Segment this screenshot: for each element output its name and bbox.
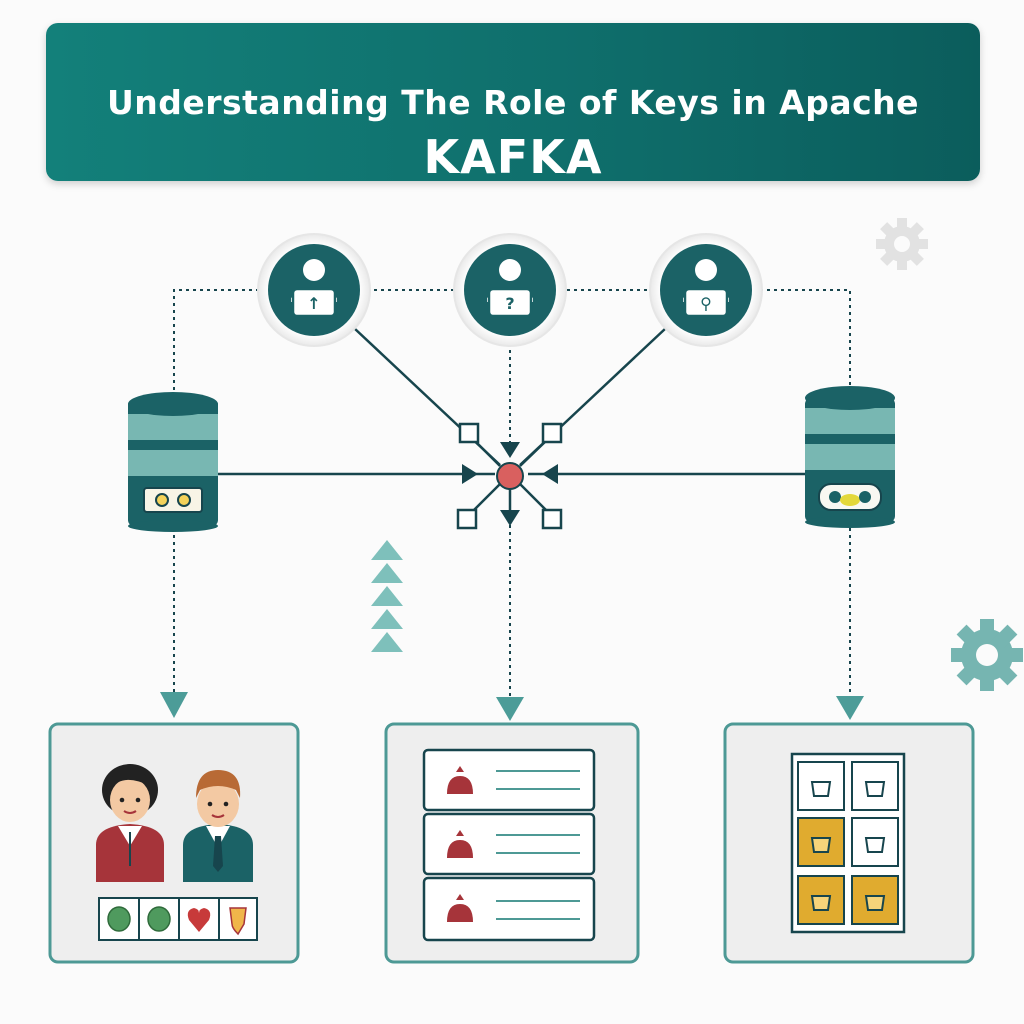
grid-panel	[723, 722, 975, 964]
grid-cell	[851, 875, 899, 925]
user-head-icon	[303, 259, 325, 281]
message-row	[422, 876, 596, 942]
key-symbol: ⚲	[700, 294, 712, 313]
message-row	[422, 812, 596, 876]
messages-panel	[384, 722, 640, 964]
hub-node	[541, 422, 563, 444]
page-subtitle: KAFKA	[423, 130, 603, 184]
heart-icon	[187, 908, 211, 932]
grid-cell	[797, 875, 845, 925]
user-head-icon	[695, 259, 717, 281]
partition-hub	[456, 422, 563, 530]
page-title: Understanding The Role of Keys in Apache	[106, 83, 920, 122]
database-left	[128, 392, 218, 532]
apple-icon	[147, 906, 171, 932]
arrow-down-icon	[500, 442, 520, 458]
grid-cell	[797, 761, 845, 811]
hub-node	[456, 508, 478, 530]
arrow-left-icon	[542, 464, 558, 484]
hub-node	[458, 422, 480, 444]
arrow-down-icon	[836, 696, 864, 720]
grid-cell	[797, 817, 845, 867]
indicator-icon	[829, 491, 841, 503]
producer-2: ?	[453, 233, 567, 347]
key-icon	[864, 895, 886, 911]
producer-1: ↑	[257, 233, 371, 347]
database-right	[805, 386, 895, 528]
key-bell-icon	[447, 776, 473, 794]
key-bell-icon	[447, 904, 473, 922]
stacked-triangles-icon	[371, 540, 403, 652]
key-bell-icon	[447, 840, 473, 858]
person-man-icon	[183, 770, 253, 882]
indicator-icon	[177, 493, 191, 507]
indicator-icon	[155, 493, 169, 507]
hub-center	[496, 462, 524, 490]
grid-cell	[851, 761, 899, 811]
key-icon	[864, 837, 886, 853]
hub-node	[541, 508, 563, 530]
arrow-heads	[160, 442, 864, 721]
customers-panel	[48, 722, 300, 964]
lock-icon	[291, 287, 337, 318]
arrow-down-icon	[496, 697, 524, 721]
key-icon	[810, 781, 832, 797]
lock-icon	[487, 287, 533, 318]
arrow-down-icon	[160, 692, 188, 718]
indicator-icon	[840, 494, 860, 506]
gear-icon	[876, 218, 928, 270]
key-symbol: ?	[505, 294, 514, 313]
apple-icon	[107, 906, 131, 932]
key-icon	[864, 781, 886, 797]
status-plate	[143, 487, 203, 513]
lock-icon	[683, 287, 729, 318]
gear-icon	[951, 619, 1023, 691]
message-row	[422, 748, 596, 812]
user-head-icon	[499, 259, 521, 281]
arrow-down-icon	[500, 510, 520, 526]
arrow-right-icon	[462, 464, 478, 484]
dashed-connectors	[173, 289, 851, 697]
producer-3: ⚲	[649, 233, 763, 347]
indicator-icon	[859, 491, 871, 503]
key-symbol: ↑	[307, 294, 320, 313]
title-banner: Understanding The Role of Keys in Apache…	[46, 23, 980, 184]
person-woman-icon	[96, 764, 164, 882]
grid-cell	[851, 817, 899, 867]
shield-icon	[229, 907, 247, 936]
key-icon	[810, 837, 832, 853]
key-icon	[810, 895, 832, 911]
